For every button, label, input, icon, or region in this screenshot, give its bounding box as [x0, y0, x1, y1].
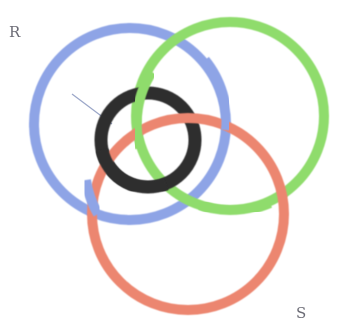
label-s: S [296, 306, 306, 321]
label-r: R [9, 25, 20, 40]
green-ring-overcrossing-lower [200, 203, 270, 211]
